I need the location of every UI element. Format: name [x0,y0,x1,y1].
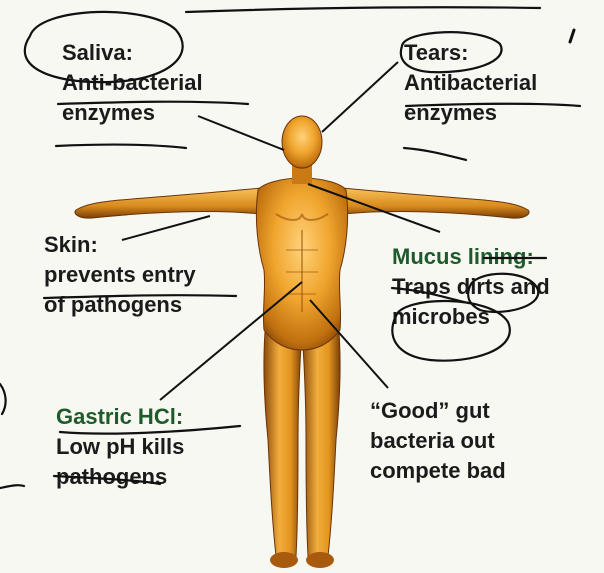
ink-circle-microbes [392,301,510,361]
ink-circle-dirts [468,274,538,312]
ink-strike-traps [392,288,464,302]
ink-underline-skin [44,295,236,298]
ink-underline-gastric [60,426,240,434]
ink-circle-saliva [25,12,183,82]
ink-underline-tears-2 [404,148,466,160]
ink-left-mark-2 [0,485,24,488]
ink-underline-gastric-2 [54,476,160,484]
ink-top-line [186,7,540,12]
ink-underline-saliva-2 [56,145,186,148]
ink-circle-tears [401,32,502,72]
ink-left-mark-1 [0,384,6,414]
ink-underline-tears-1 [406,104,580,106]
ink-tick-mark [570,30,574,42]
ink-underline-saliva-1 [58,102,248,104]
